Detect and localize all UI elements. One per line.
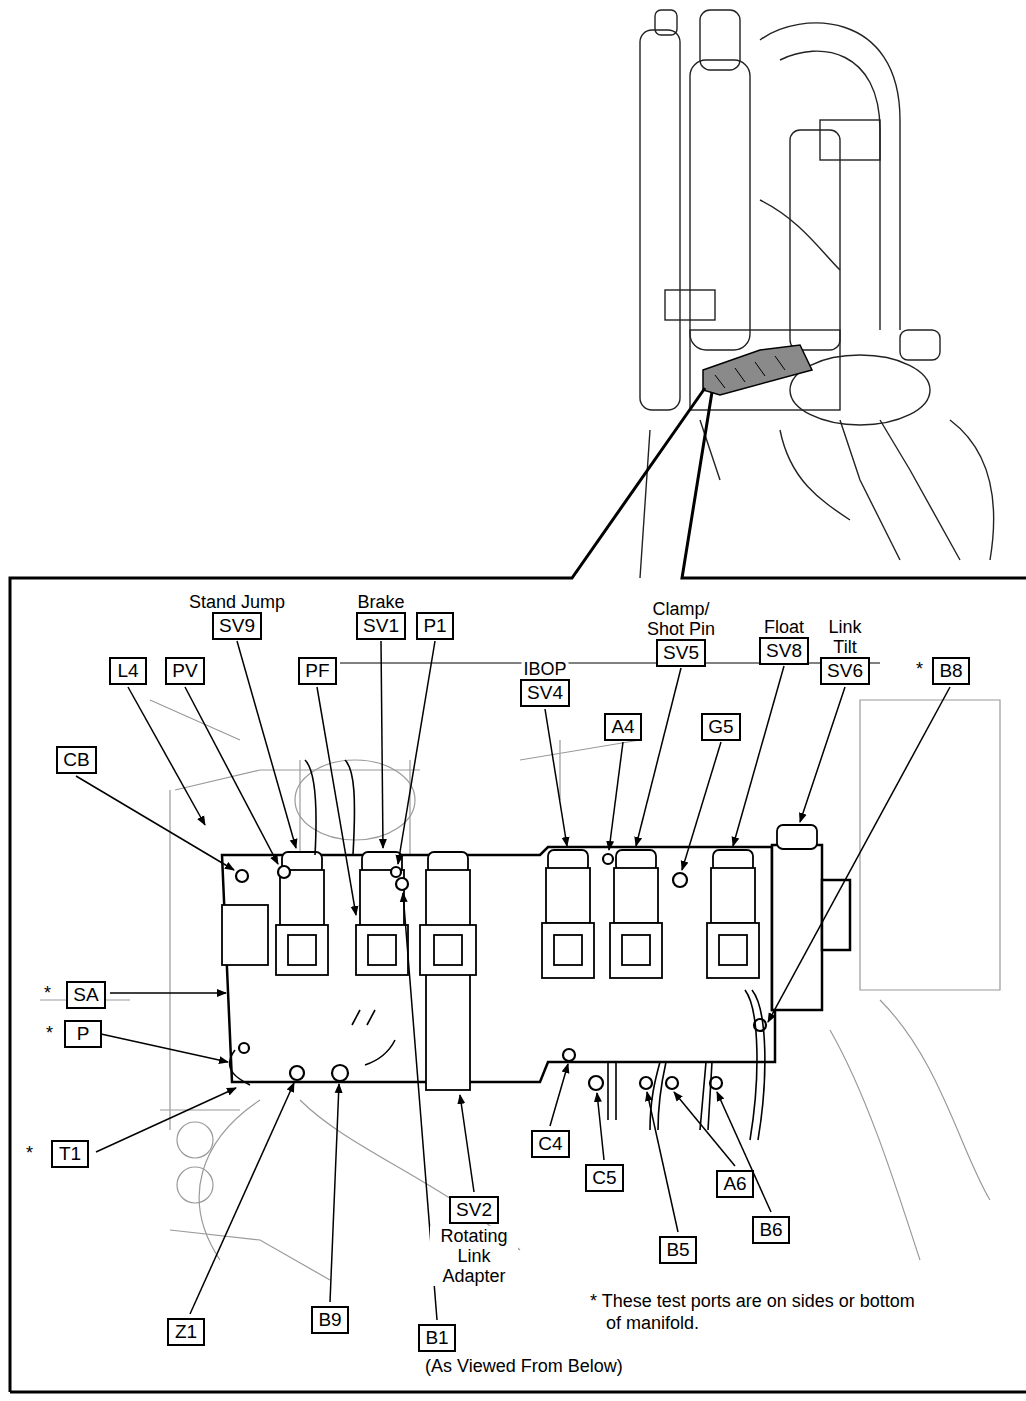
- valve-function-label: Float: [762, 617, 806, 637]
- callout-code: SV8: [766, 640, 802, 662]
- callout-box: PV: [165, 657, 205, 685]
- callout-box: B1: [418, 1324, 456, 1352]
- callout-box: BrakeSV1: [356, 612, 406, 640]
- callout-box: A4: [604, 713, 642, 741]
- asterisk-mark: *: [46, 1022, 53, 1044]
- callout-code: L4: [116, 660, 140, 682]
- callout-box: T1: [51, 1140, 89, 1168]
- test-ports: [236, 854, 766, 1090]
- callout-code: CB: [63, 749, 90, 771]
- callout-box: PF: [298, 657, 337, 685]
- callout-code: SV2: [456, 1199, 492, 1221]
- callout-box: SA: [66, 981, 106, 1009]
- callout-box: Clamp/ Shot PinSV5: [656, 639, 706, 667]
- asterisk-mark: *: [26, 1142, 33, 1164]
- asterisk-mark: *: [44, 982, 51, 1004]
- callout-box: B6: [752, 1216, 790, 1244]
- callout-code: C4: [538, 1133, 563, 1155]
- callout-box: P1: [416, 612, 454, 640]
- callout-box: G5: [701, 713, 741, 741]
- callout-code: PV: [172, 660, 198, 682]
- callout-code: T1: [58, 1143, 82, 1165]
- callout-box: Link TiltSV6: [820, 657, 870, 685]
- callout-box: C5: [585, 1164, 624, 1192]
- callout-code: SA: [73, 984, 99, 1006]
- callout-box: Z1: [167, 1318, 205, 1346]
- valve-function-label: Link Tilt: [813, 617, 877, 657]
- callout-code: PF: [305, 660, 330, 682]
- callout-code: SV6: [827, 660, 863, 682]
- callout-code: C5: [592, 1167, 617, 1189]
- callout-code: Z1: [174, 1321, 198, 1343]
- callout-box: FloatSV8: [759, 637, 809, 665]
- callout-code: SV4: [527, 682, 563, 704]
- hoses: [230, 760, 765, 1140]
- callout-box: SV2Rotating Link Adapter: [449, 1196, 499, 1224]
- callout-box: B8: [932, 657, 970, 685]
- valve-function-label: Brake: [355, 592, 406, 612]
- asterisk-mark: *: [916, 658, 923, 680]
- callout-code: P1: [423, 615, 447, 637]
- top-drive-inset: [640, 10, 994, 578]
- callout-box: Stand JumpSV9: [212, 612, 262, 640]
- solenoid-valves: [222, 825, 817, 1090]
- callout-code: B9: [318, 1309, 342, 1331]
- callout-code: A4: [611, 716, 635, 738]
- leader-lines: [76, 641, 950, 1320]
- highlighted-manifold: [703, 345, 812, 395]
- detail-frame: [10, 388, 1026, 1392]
- callout-code: B1: [425, 1327, 449, 1349]
- callout-code: SV1: [363, 615, 399, 637]
- callout-code: B6: [759, 1219, 783, 1241]
- valve-function-label: Stand Jump: [187, 592, 287, 612]
- callout-box: B5: [659, 1236, 697, 1264]
- note-text: * These test ports are on sides or botto…: [590, 1290, 926, 1334]
- callout-code: SV5: [663, 642, 699, 664]
- callout-code: A6: [723, 1173, 747, 1195]
- callout-code: P: [71, 1023, 95, 1045]
- callout-code: SV9: [219, 615, 255, 637]
- callout-box: P: [64, 1020, 102, 1048]
- callout-box: C4: [531, 1130, 570, 1158]
- callout-box: B9: [311, 1306, 349, 1334]
- callout-code: B5: [666, 1239, 690, 1261]
- callout-box: A6: [716, 1170, 754, 1198]
- callout-box: L4: [109, 657, 147, 685]
- manifold-body: [222, 845, 850, 1082]
- callout-code: B8: [939, 660, 963, 682]
- valve-function-label: Rotating Link Adapter: [430, 1226, 518, 1286]
- valve-function-label: IBOP: [521, 659, 568, 679]
- callout-box: IBOPSV4: [520, 679, 570, 707]
- callout-code: G5: [708, 716, 734, 738]
- valve-function-label: Clamp/ Shot Pin: [634, 599, 728, 639]
- callout-box: CB: [56, 746, 97, 774]
- note-text: (As Viewed From Below): [425, 1355, 623, 1377]
